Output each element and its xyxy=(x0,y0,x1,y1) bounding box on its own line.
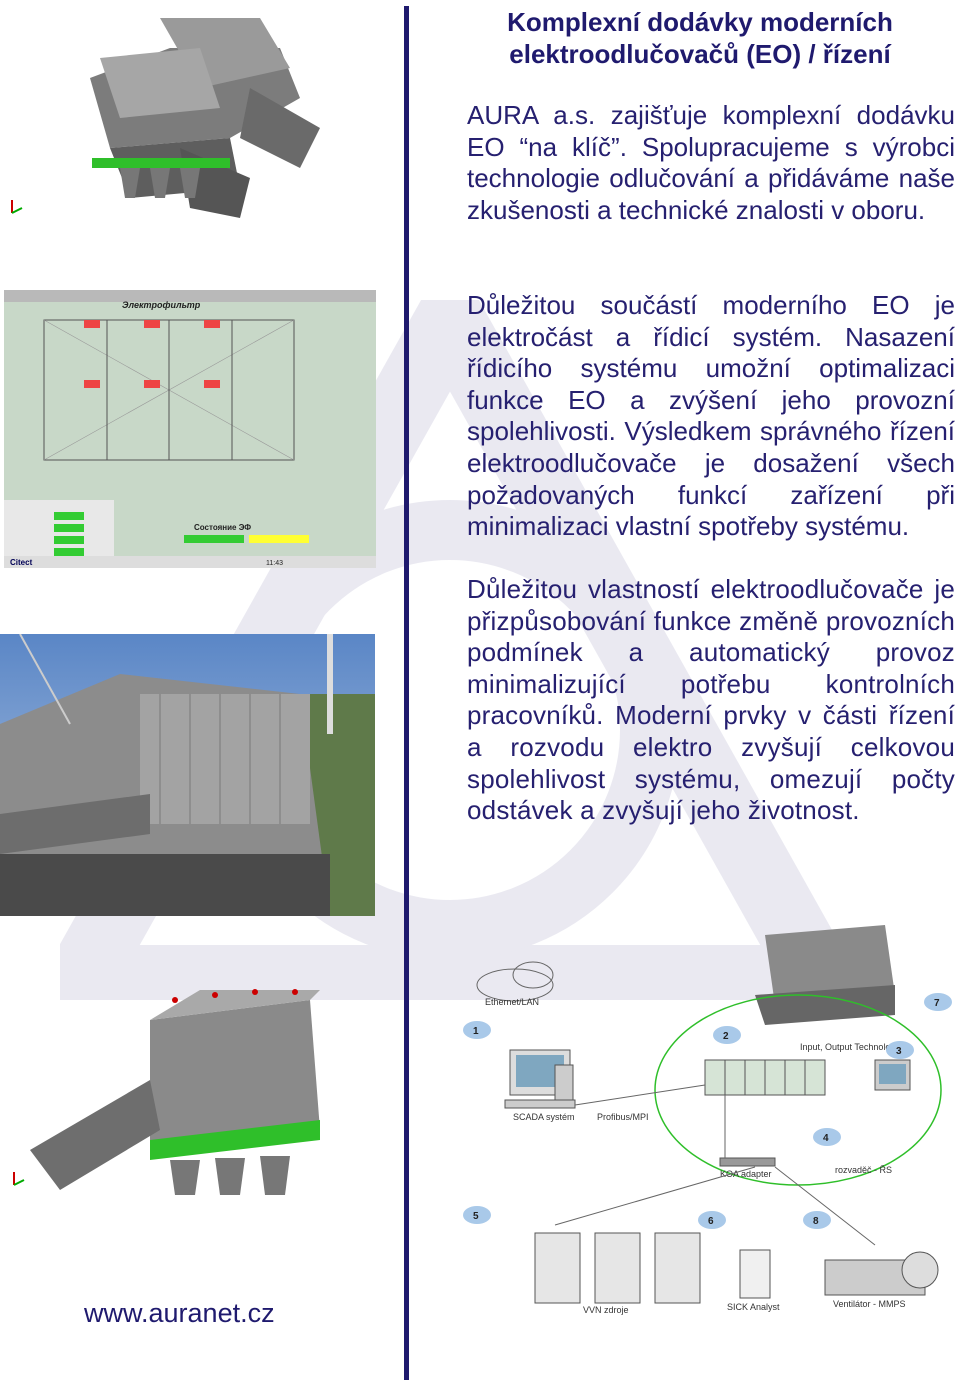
vvn-source-icons xyxy=(534,1232,701,1304)
number-badges: 1 2 3 4 5 6 7 8 xyxy=(463,993,952,1229)
svg-text:2: 2 xyxy=(723,1031,729,1042)
ventilator-motor-icon xyxy=(824,1251,939,1296)
svg-text:1: 1 xyxy=(473,1026,479,1037)
scada-bottom-title: Состояние ЭФ xyxy=(194,523,251,532)
label-io: Input, Output Technologie xyxy=(800,1042,902,1052)
paragraph-adaptation: Důležitou vlastností elektroodlučovače j… xyxy=(467,574,955,826)
vertical-divider xyxy=(404,6,409,1380)
paragraph-intro: AURA a.s. zajišťuje komplexní dodávku EO… xyxy=(467,100,955,225)
precipitator-3d-render-top xyxy=(11,18,320,218)
koa-adapter-icon xyxy=(719,1157,776,1167)
svg-text:4: 4 xyxy=(823,1133,829,1144)
scada-title: Электрофильтр xyxy=(122,300,201,310)
website-url[interactable]: www.auranet.cz xyxy=(84,1298,275,1328)
plc-rack-icon xyxy=(704,1059,826,1096)
svg-text:8: 8 xyxy=(813,1216,819,1227)
label-scada: SCADA systém xyxy=(513,1112,575,1122)
scada-time: 11:43 xyxy=(266,560,283,567)
label-profibus: Profibus/MPI xyxy=(597,1112,649,1122)
system-diagram: Ethernet/LAN SCADA systém Profibus/MPI I… xyxy=(463,925,952,1315)
page-title: Komplexní dodávky moderních elektroodluč… xyxy=(440,6,960,70)
axes-icon-bottom xyxy=(13,1172,25,1186)
scada-screenshot: Электрофильтр Состояние ЭФ Citect 11:43 xyxy=(4,290,376,568)
label-koa: KOA adapter xyxy=(720,1169,772,1179)
paragraph-control-system: Důležitou součástí moderního EO je elekt… xyxy=(467,290,955,542)
svg-text:5: 5 xyxy=(473,1211,479,1222)
svg-text:3: 3 xyxy=(896,1046,902,1057)
axes-icon xyxy=(11,200,23,214)
label-ethernet: Ethernet/LAN xyxy=(485,997,539,1007)
label-ventilator: Ventilátor - MMPS xyxy=(833,1299,906,1309)
label-sick: SICK Analyst xyxy=(727,1302,780,1312)
svg-text:6: 6 xyxy=(708,1216,714,1227)
cloud-icon xyxy=(476,961,554,1002)
touch-panel-icon xyxy=(874,1059,911,1091)
label-rozvadec: rozvaděč - ŘS xyxy=(835,1165,892,1175)
svg-text:7: 7 xyxy=(934,998,940,1009)
sick-analyzer-icon xyxy=(739,1249,771,1299)
installation-photo xyxy=(0,634,375,916)
scada-logo: Citect xyxy=(10,558,33,567)
title-line-1: Komplexní dodávky moderních xyxy=(507,7,893,37)
computer-icon xyxy=(504,1049,576,1109)
title-line-2: elektroodlučovačů (EO) / řízení xyxy=(509,39,891,69)
precipitator-3d-render-bottom xyxy=(13,989,320,1195)
label-vvn: VVN zdroje xyxy=(583,1305,629,1315)
